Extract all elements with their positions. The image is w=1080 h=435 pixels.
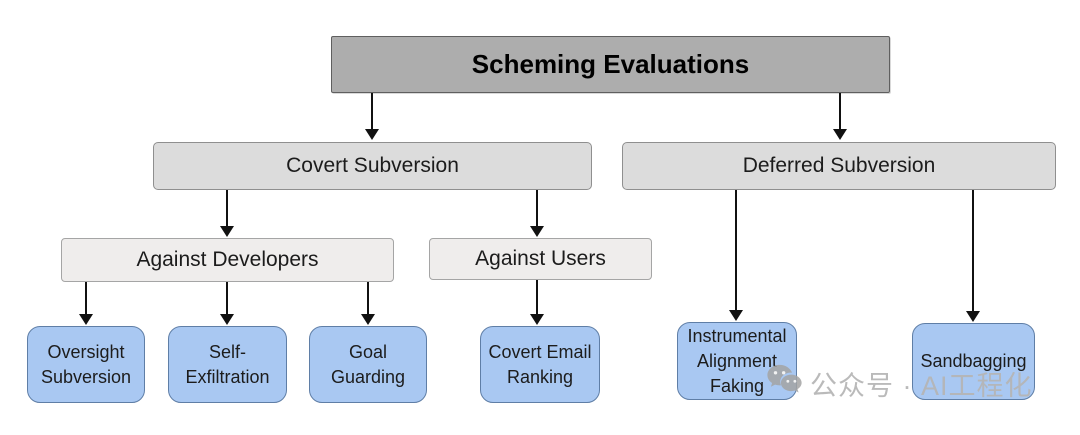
node-label: Covert Email Ranking	[488, 341, 592, 387]
node-self-exfiltration: Self-Exfiltration	[168, 326, 287, 403]
arrow-covert-to-developers	[226, 190, 228, 226]
node-label: Deferred Subversion	[742, 154, 936, 177]
arrow-developers-to-oversight	[85, 282, 87, 314]
node-oversight-subversion: Oversight Subversion	[27, 326, 145, 403]
node-sandbagging: Sandbagging	[912, 323, 1035, 400]
node-against-developers: Against Developers	[61, 238, 394, 282]
arrow-covert-to-users	[536, 190, 538, 226]
arrow-developers-to-goalguarding	[367, 282, 369, 314]
node-label: Self-Exfiltration	[185, 341, 270, 387]
node-label: Goal Guarding	[330, 341, 406, 387]
node-covert-subversion: Covert Subversion	[153, 142, 592, 190]
arrow-developers-to-selfexfiltration	[226, 282, 228, 314]
node-label: Scheming Evaluations	[471, 49, 750, 79]
node-label: Against Developers	[136, 248, 319, 271]
node-label: Sandbagging	[920, 351, 1027, 371]
node-label: Against Users	[475, 247, 606, 270]
arrow-deferred-to-instrumental	[735, 190, 737, 310]
node-goal-guarding: Goal Guarding	[309, 326, 427, 403]
arrow-deferred-to-sandbagging	[972, 190, 974, 311]
node-against-users: Against Users	[429, 238, 652, 280]
node-label: Oversight Subversion	[40, 341, 132, 387]
arrow-users-to-covertemail	[536, 280, 538, 314]
node-instrumental-alignment-faking: Instrumental Alignment Faking	[677, 322, 797, 400]
node-scheming-evaluations: Scheming Evaluations	[331, 36, 890, 93]
arrow-root-to-deferred	[839, 93, 841, 129]
arrow-root-to-covert	[371, 93, 373, 129]
node-label: Covert Subversion	[286, 154, 459, 177]
node-covert-email-ranking: Covert Email Ranking	[480, 326, 600, 403]
node-label: Instrumental Alignment Faking	[687, 325, 787, 396]
node-deferred-subversion: Deferred Subversion	[622, 142, 1056, 190]
